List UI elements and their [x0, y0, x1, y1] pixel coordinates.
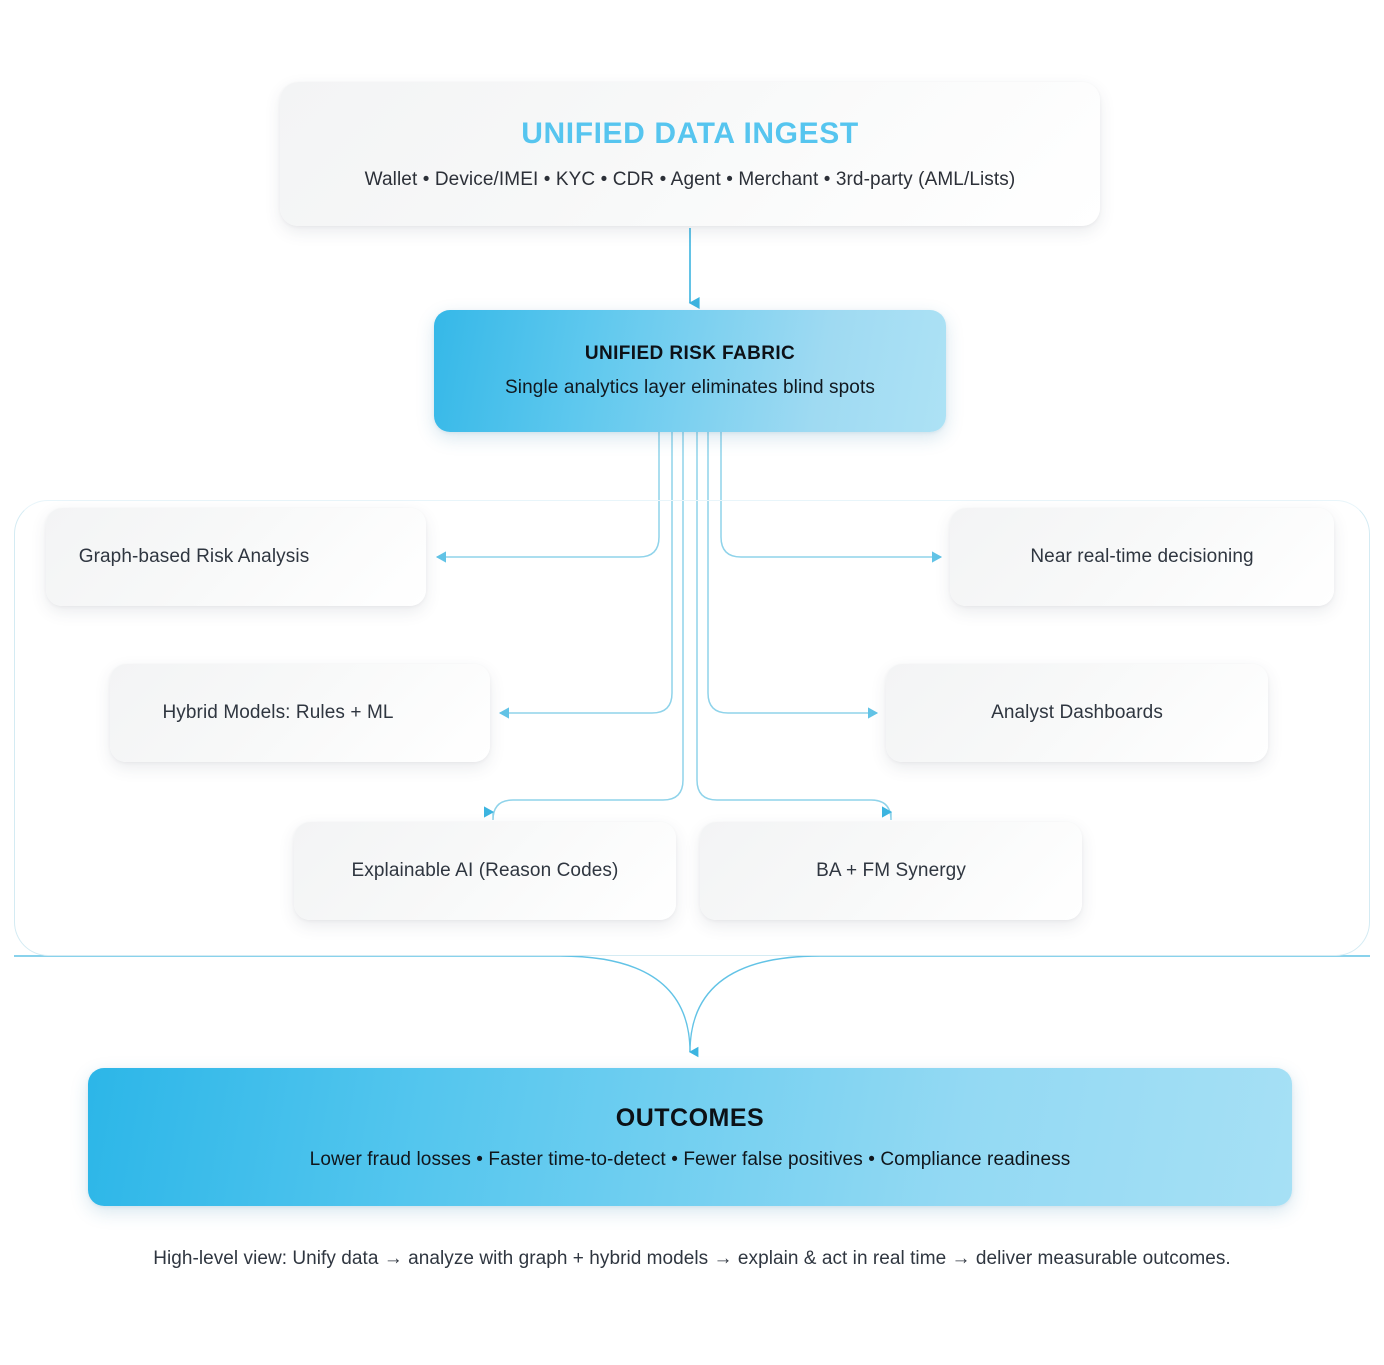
branch-label: Near real-time decisioning: [1030, 546, 1254, 567]
node-near-real-time-decisioning[interactable]: Near real-time decisioning: [950, 508, 1334, 606]
fabric-headline: UNIFIED RISK FABRIC: [584, 343, 796, 364]
node-ba-fm-synergy[interactable]: BA + FM Synergy: [700, 822, 1082, 920]
ingest-subline: Wallet • Device/IMEI • KYC • CDR • Agent…: [364, 169, 1016, 190]
node-analyst-dashboards[interactable]: Analyst Dashboards: [886, 664, 1268, 762]
branch-label: Hybrid Models: Rules + ML: [162, 702, 394, 723]
fabric-subline: Single analytics layer eliminates blind …: [505, 377, 875, 398]
branch-label: Analyst Dashboards: [991, 702, 1163, 723]
node-graph-based-risk-analysis[interactable]: Graph-based Risk Analysis: [46, 508, 426, 606]
outcomes-subline: Lower fraud losses • Faster time-to-dete…: [309, 1148, 1071, 1170]
node-explainable-ai-reason-codes[interactable]: Explainable AI (Reason Codes): [294, 822, 676, 920]
node-unified-data-ingest[interactable]: UNIFIED DATA INGEST Wallet • Device/IMEI…: [280, 82, 1100, 226]
ingest-headline: UNIFIED DATA INGEST: [521, 117, 859, 150]
branch-label: BA + FM Synergy: [816, 860, 966, 881]
branch-group-frame: [14, 500, 1370, 956]
diagram-caption: High-level view: Unify data → analyze wi…: [153, 1248, 1231, 1269]
node-unified-risk-fabric[interactable]: UNIFIED RISK FABRIC Single analytics lay…: [434, 310, 946, 432]
edge-group-right-to-outcomes: [688, 955, 1370, 1058]
branch-label: Explainable AI (Reason Codes): [351, 860, 619, 881]
edge-group-left-to-outcomes: [14, 955, 691, 1053]
branch-label: Graph-based Risk Analysis: [78, 546, 310, 567]
node-outcomes[interactable]: OUTCOMES Lower fraud losses • Faster tim…: [88, 1068, 1292, 1206]
node-hybrid-models-rules-ml[interactable]: Hybrid Models: Rules + ML: [110, 664, 490, 762]
outcomes-headline: OUTCOMES: [615, 1103, 765, 1132]
